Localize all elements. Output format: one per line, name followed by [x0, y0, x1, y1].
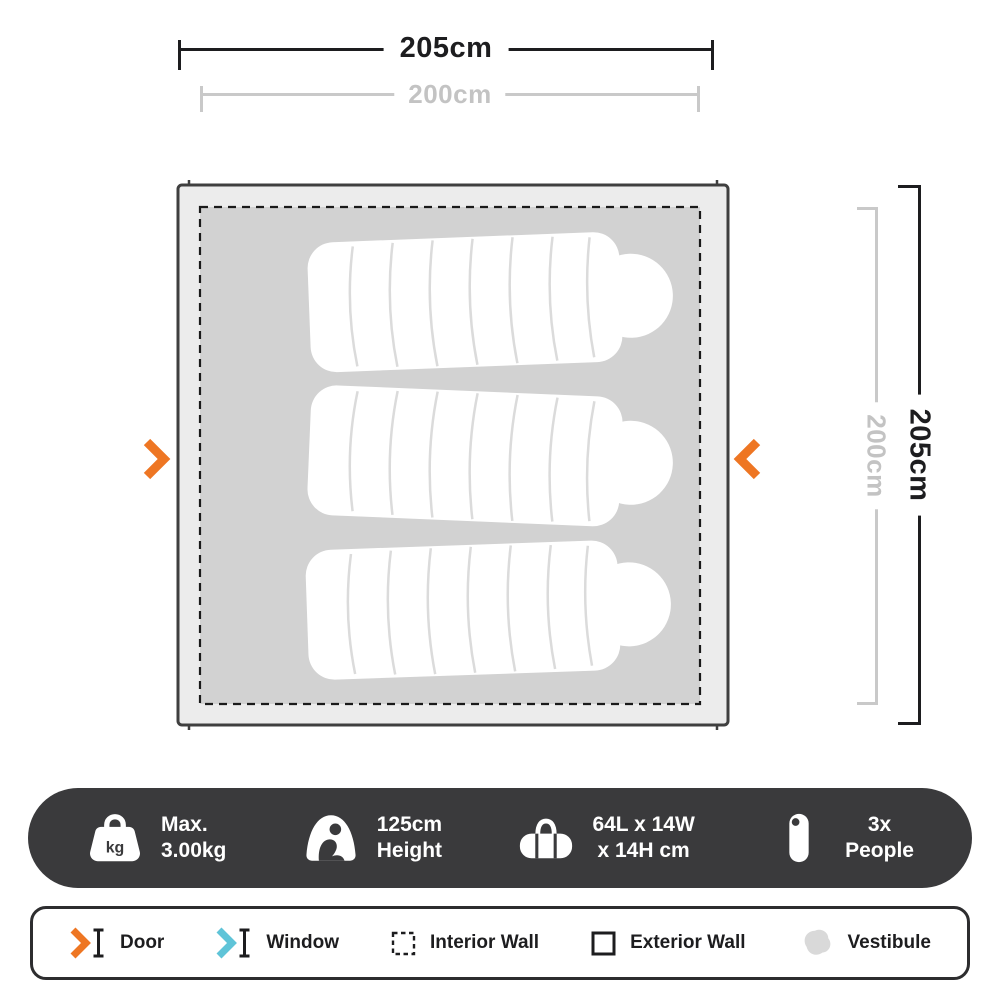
dimension-top-inner: 200cm	[200, 79, 700, 112]
dimension-label-top-inner: 200cm	[394, 79, 506, 110]
dimension-top-outer: 205cm	[178, 32, 714, 70]
legend-label-vestibule: Vestibule	[847, 932, 931, 953]
exterior-wall-icon	[591, 931, 616, 955]
legend-item-window: Window	[215, 926, 339, 960]
dimension-label-right-inner: 200cm	[860, 402, 892, 510]
spec-capacity-line1: 3x	[867, 813, 892, 836]
legend-label-exterior-wall: Exterior Wall	[630, 932, 746, 953]
door-icon	[70, 927, 104, 959]
legend-label-window: Window	[266, 932, 339, 953]
dimension-tick	[857, 702, 878, 705]
vestibule-icon	[804, 929, 830, 955]
dimension-tick	[200, 86, 203, 112]
weight-icon: kg	[90, 814, 140, 862]
dimension-label-right-outer: 205cm	[902, 394, 936, 516]
legend-item-interior-wall: Interior Wall	[390, 930, 539, 957]
spec-weight-line2: 3.00kg	[161, 839, 227, 862]
window-icon	[216, 927, 250, 959]
legend-item-door: Door	[69, 926, 164, 960]
dimension-right-outer: 205cm	[898, 185, 936, 725]
legend-item-exterior-wall: Exterior Wall	[590, 930, 746, 957]
door-arrow-left-icon	[143, 438, 171, 480]
floorplan	[176, 180, 730, 730]
spec-packed-line2: x 14H cm	[597, 839, 690, 862]
spec-height-line2: Height	[376, 839, 443, 862]
dimension-tick	[898, 185, 921, 188]
dimension-tick	[178, 40, 181, 70]
spec-packed-size: 64L x 14W x 14H cm	[517, 809, 695, 867]
legend-label-interior-wall: Interior Wall	[429, 932, 540, 953]
legend-item-vestibule: Vestibule	[797, 926, 931, 960]
dimension-tick	[898, 722, 921, 725]
dimension-tick	[697, 86, 700, 112]
height-icon	[306, 815, 356, 861]
spec-capacity: 3x People	[770, 809, 914, 867]
spec-capacity-line2: People	[845, 839, 914, 862]
legend-bar: Door Window Interior Wall Ext	[30, 906, 970, 980]
spec-weight: kg Max. 3.00kg	[86, 809, 226, 867]
dimension-label-top-outer: 205cm	[383, 32, 509, 65]
interior-wall-icon	[391, 931, 416, 955]
dimension-right-inner: 200cm	[857, 207, 892, 705]
spec-height: 125cm Height	[302, 809, 442, 867]
door-arrow-right-icon	[733, 438, 761, 480]
dimension-tick	[857, 207, 878, 210]
weight-unit-label: kg	[106, 840, 125, 857]
dimension-tick	[711, 40, 714, 70]
spec-weight-line1: Max.	[161, 813, 208, 836]
spec-bar: kg Max. 3.00kg 125cm Height	[28, 788, 972, 888]
legend-label-door: Door	[120, 932, 165, 953]
duffel-bag-icon	[520, 818, 573, 859]
spec-packed-line1: 64L x 14W	[592, 813, 695, 836]
spec-height-line1: 125cm	[376, 813, 443, 836]
sleeping-bag-icon	[789, 813, 809, 863]
